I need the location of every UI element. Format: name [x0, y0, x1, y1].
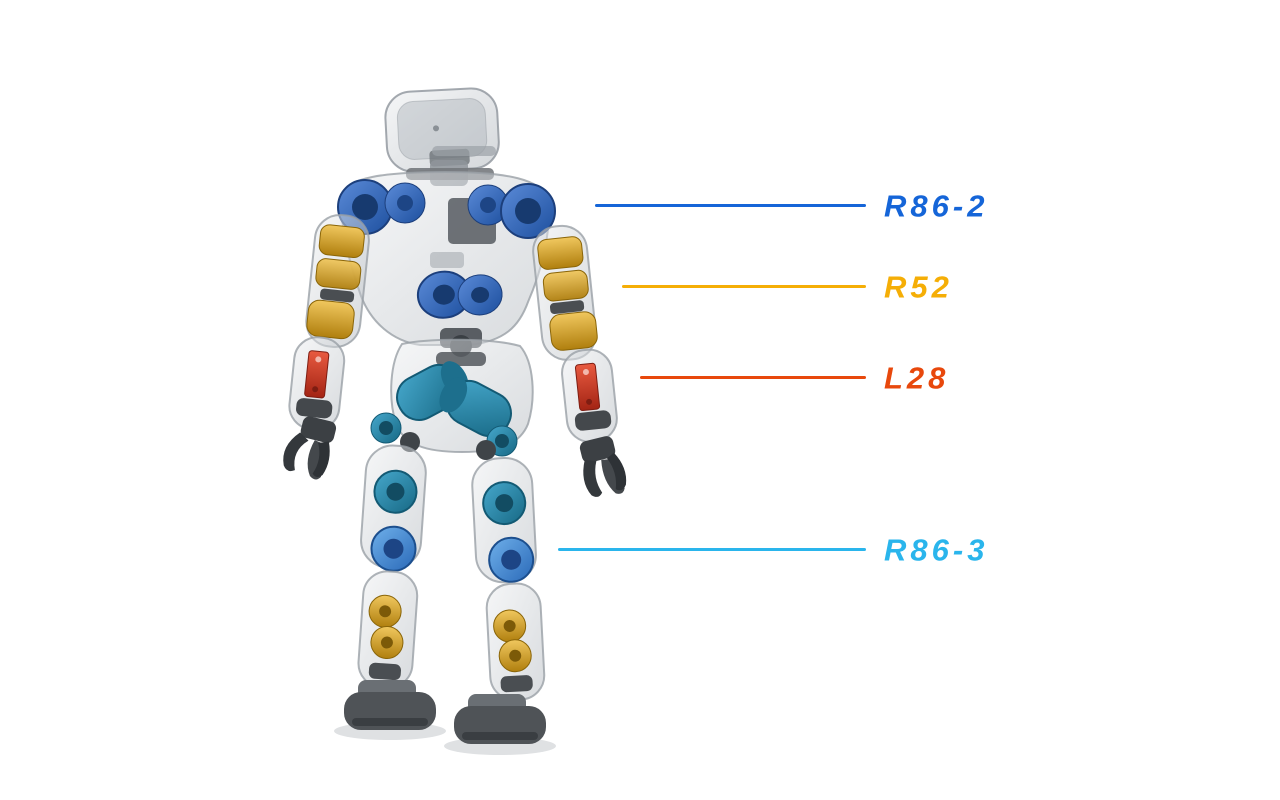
left-hand-gripper: [283, 416, 337, 480]
right-leg: [471, 456, 546, 701]
callout-label-l28: L28: [884, 360, 950, 396]
callout-label-r86-2: R86-2: [884, 188, 989, 224]
callout-line-r86-2: [595, 204, 866, 207]
callout-label-r52: R52: [884, 269, 953, 305]
left-foot: [344, 680, 436, 730]
waist-actuators: [416, 270, 503, 319]
left-leg: [357, 444, 427, 689]
hip-actuators: [370, 361, 518, 460]
right-arm: [532, 224, 618, 443]
callout-line-r52: [622, 285, 866, 288]
callout-line-l28: [640, 376, 866, 379]
right-foot: [454, 694, 546, 744]
callout-label-r86-3: R86-3: [884, 532, 989, 568]
left-arm: [288, 213, 370, 431]
right-hand-gripper: [579, 436, 627, 497]
callout-line-r86-3: [558, 548, 866, 551]
